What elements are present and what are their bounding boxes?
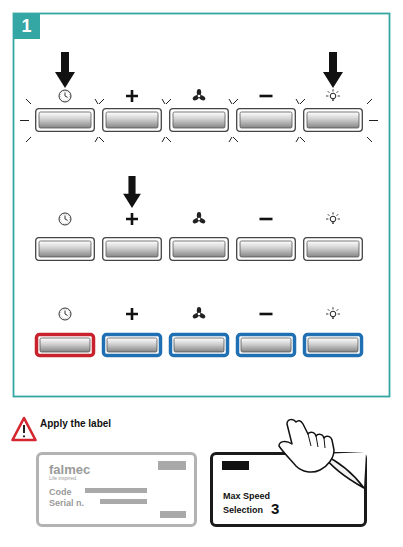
text-label: falmec xyxy=(49,463,90,476)
text-label: Selection xyxy=(223,506,263,515)
lit-button-blue xyxy=(305,335,362,356)
pointer-arrow xyxy=(55,52,75,88)
warning-icon xyxy=(13,418,36,440)
pointer-arrow xyxy=(123,176,141,208)
lit-button-blue xyxy=(104,335,161,356)
peel-gap xyxy=(322,452,366,488)
hand-pointer xyxy=(279,420,334,473)
step-frame xyxy=(14,14,390,397)
panel-button xyxy=(237,109,296,132)
blink-rays xyxy=(20,99,378,142)
warning-mark xyxy=(23,435,25,437)
fan-icon xyxy=(192,307,206,319)
label-bar xyxy=(160,511,186,518)
light-icon xyxy=(326,212,340,223)
peeled-corner xyxy=(322,454,364,488)
lit-button-red xyxy=(37,335,94,356)
product-label: falmecLife inspired. CodeSerial n. xyxy=(36,452,197,527)
hand-finger-lines xyxy=(308,434,325,448)
panel-button xyxy=(304,238,363,261)
plus-icon xyxy=(126,213,138,225)
plus-icon xyxy=(126,90,138,102)
label-bar xyxy=(100,499,147,504)
minus-icon xyxy=(260,219,273,220)
panel-button xyxy=(170,238,229,261)
timer-icon xyxy=(59,90,71,102)
text-label: 3 xyxy=(271,501,279,516)
fan-icon xyxy=(192,89,206,101)
text-label: Serial n. xyxy=(49,499,84,508)
timer-icon xyxy=(59,213,71,225)
fan-icon xyxy=(192,212,206,224)
panel-button xyxy=(103,109,162,132)
panel-button xyxy=(170,109,229,132)
minus-icon xyxy=(260,96,273,97)
lit-button-blue xyxy=(171,335,228,356)
product-label: Max SpeedSelection 3 xyxy=(210,452,367,527)
minus-icon xyxy=(260,314,273,315)
label-bar xyxy=(158,461,186,470)
light-icon xyxy=(326,307,340,318)
label-bar xyxy=(222,461,249,470)
light-icon xyxy=(326,89,340,100)
timer-icon xyxy=(59,308,71,320)
panel-button xyxy=(36,109,95,132)
warning-mark xyxy=(23,425,25,433)
text-label: Max Speed xyxy=(223,492,270,501)
pointer-arrow xyxy=(323,52,343,88)
text-label: 1 xyxy=(13,17,40,35)
plus-icon xyxy=(126,308,138,320)
panel-button xyxy=(103,238,162,261)
label-bar xyxy=(85,488,147,493)
text-label: Code xyxy=(49,488,72,497)
panel-button xyxy=(237,238,296,261)
text-label: Apply the label xyxy=(40,419,111,429)
lit-button-blue xyxy=(238,335,295,356)
step-badge: 1 xyxy=(13,13,40,39)
panel-button xyxy=(36,238,95,261)
text-label: Life inspired. xyxy=(49,476,77,481)
panel-button xyxy=(304,109,363,132)
